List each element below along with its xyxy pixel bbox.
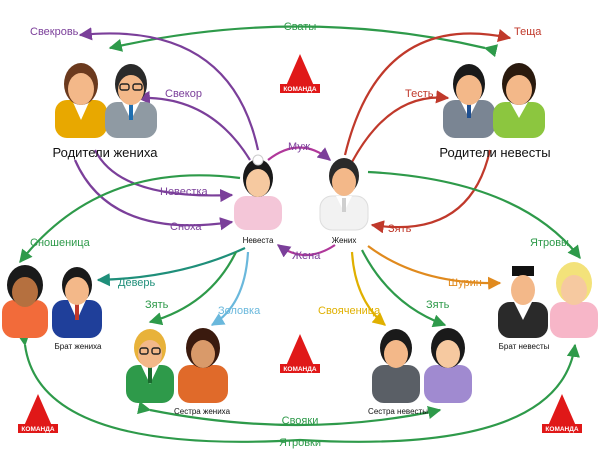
label-shurin: Шурин: [448, 277, 482, 289]
label-muzh: Муж: [288, 141, 311, 153]
label-zhena: Жена: [292, 250, 321, 262]
logo-bottom-left: КОМАНДА: [18, 394, 58, 433]
label-nevestka: Невестка: [160, 186, 208, 198]
logo-text: КОМАНДА: [545, 426, 578, 433]
arrow-snokha: [75, 160, 232, 225]
label-groom-parents: Родители жениха: [53, 145, 159, 160]
label-snoshenitsa: Сношеница: [30, 237, 91, 249]
label-svekrov: Свекровь: [30, 26, 79, 38]
label-zolovka: Золовка: [218, 305, 261, 317]
label-svaty: Сваты: [284, 21, 317, 33]
groom-figure: [320, 158, 368, 230]
label-test: Тесть: [405, 88, 434, 100]
label-groom: Жених: [332, 236, 357, 245]
bride-brother-figures: [498, 262, 598, 338]
label-svekor: Свекор: [165, 88, 202, 100]
label-groom-sister: Сестра жениха: [174, 407, 231, 416]
label-bride-parents: Родители невесты: [439, 145, 550, 160]
label-yatrovki: Ятровки: [279, 437, 321, 449]
label-dever: Деверь: [118, 277, 156, 289]
bride-figure: [234, 155, 282, 230]
arrow-test: [352, 98, 448, 162]
bride-sister-figures: [372, 328, 472, 403]
label-zyat-top: Зять: [388, 223, 412, 235]
logo-text: КОМАНДА: [21, 426, 54, 433]
groom-parents-figures: [55, 63, 157, 138]
label-zyat-right: Зять: [426, 299, 450, 311]
label-snokha: Сноха: [170, 221, 202, 233]
groom-sister-figures: [126, 328, 228, 403]
logo-bottom-right: КОМАНДА: [542, 394, 582, 433]
label-bride: Невеста: [243, 236, 274, 245]
logo-center: КОМАНДА: [280, 334, 320, 373]
label-svoyachenitsa: Свояченица: [318, 305, 381, 317]
logo-top: КОМАНДА: [280, 54, 320, 93]
label-teshcha: Теща: [514, 26, 542, 38]
bride-parents-figures: [443, 63, 545, 138]
label-yatrovy: Ятровы: [530, 237, 569, 249]
logo-text: КОМАНДА: [283, 366, 316, 373]
label-svoyaki: Свояки: [282, 415, 319, 427]
logo-text: КОМАНДА: [283, 86, 316, 93]
label-bride-sister: Сестра невесты: [368, 407, 428, 416]
label-zyat-left: Зять: [145, 299, 169, 311]
label-groom-brother: Брат жениха: [55, 342, 102, 351]
groom-brother-figures: [2, 265, 102, 338]
label-bride-brother: Брат невесты: [499, 342, 550, 351]
